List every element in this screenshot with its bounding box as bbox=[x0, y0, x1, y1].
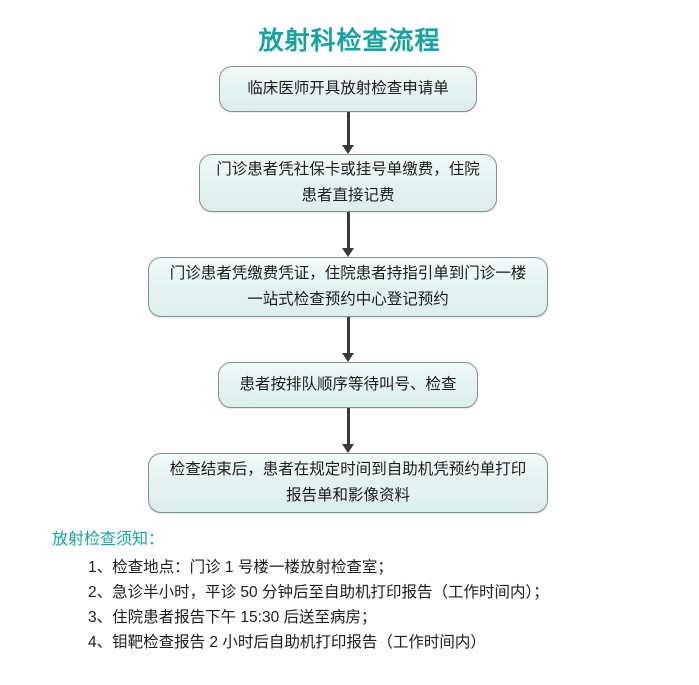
notice-item-4: 4、钼靶检查报告 2 小时后自助机打印报告（工作时间内） bbox=[88, 634, 486, 651]
flow-node-1-label: 临床医师开具放射检查申请单 bbox=[247, 80, 449, 97]
notice-list: 1、检查地点：门诊 1 号楼一楼放射检查室； 2、急诊半小时，平诊 50 分钟后… bbox=[52, 555, 652, 655]
arrow-down-icon-2 bbox=[342, 248, 354, 257]
flow-node-2-label: 门诊患者凭社保卡或挂号单缴费，住院患者直接记费 bbox=[216, 161, 480, 204]
flow-node-3[interactable]: 门诊患者凭缴费凭证，住院患者持指引单到门诊一楼一站式检查预约中心登记预约 bbox=[148, 257, 548, 317]
flow-node-1[interactable]: 临床医师开具放射检查申请单 bbox=[219, 66, 477, 112]
page-title: 放射科检查流程 bbox=[258, 27, 441, 55]
arrow-down-icon-3 bbox=[342, 353, 354, 362]
flow-node-2[interactable]: 门诊患者凭社保卡或挂号单缴费，住院患者直接记费 bbox=[199, 154, 497, 212]
connector-1-2 bbox=[347, 112, 350, 147]
flow-node-5-label: 检查结束后，患者在规定时间到自助机凭预约单打印报告单和影像资料 bbox=[169, 461, 527, 504]
flow-node-5[interactable]: 检查结束后，患者在规定时间到自助机凭预约单打印报告单和影像资料 bbox=[148, 453, 548, 513]
notice-heading: 放射检查须知： bbox=[52, 531, 165, 548]
connector-3-4 bbox=[347, 317, 350, 355]
notice-item-1: 1、检查地点：门诊 1 号楼一楼放射检查室； bbox=[88, 559, 393, 576]
flow-node-4-label: 患者按排队顺序等待叫号、检查 bbox=[239, 376, 457, 393]
connector-4-5 bbox=[347, 408, 350, 446]
connector-2-3 bbox=[347, 212, 350, 250]
flow-node-4[interactable]: 患者按排队顺序等待叫号、检查 bbox=[218, 362, 478, 408]
notice-item-2: 2、急诊半小时，平诊 50 分钟后至自助机打印报告（工作时间内）； bbox=[88, 584, 549, 601]
notice-section: 放射检查须知： 1、检查地点：门诊 1 号楼一楼放射检查室； 2、急诊半小时，平… bbox=[52, 528, 652, 655]
flow-node-3-label: 门诊患者凭缴费凭证，住院患者持指引单到门诊一楼一站式检查预约中心登记预约 bbox=[169, 265, 527, 308]
arrow-down-icon-4 bbox=[342, 444, 354, 453]
notice-item-3: 3、住院患者报告下午 15:30 后送至病房； bbox=[88, 609, 377, 626]
arrow-down-icon-1 bbox=[342, 145, 354, 154]
